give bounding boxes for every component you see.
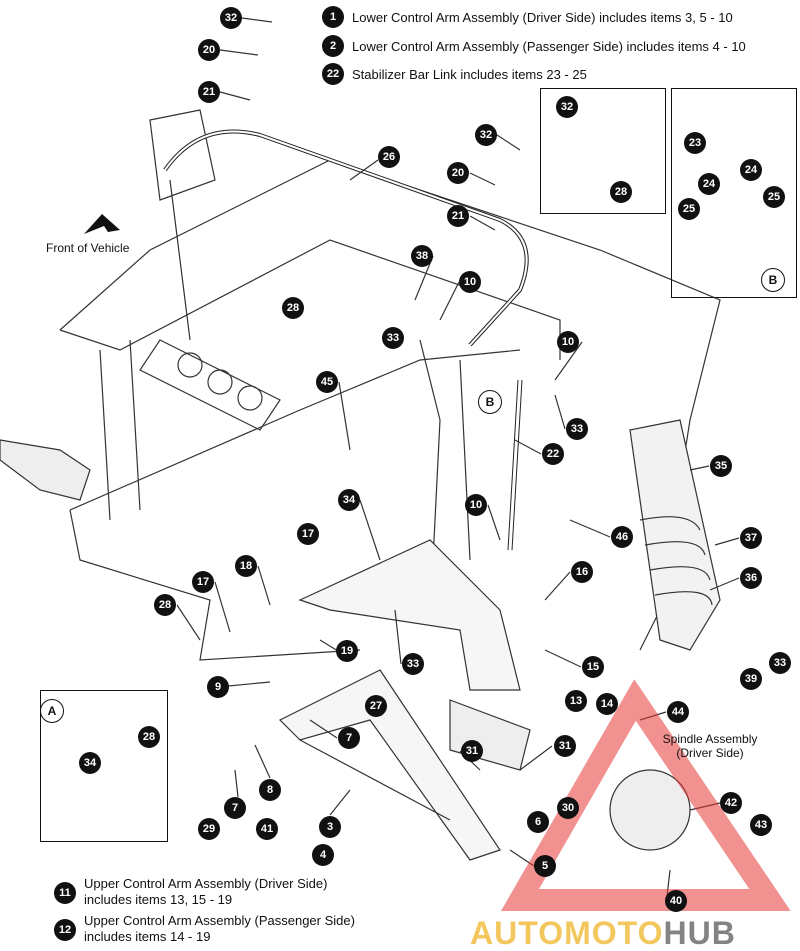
inset-b: [671, 88, 797, 298]
callout-39: 39: [740, 668, 762, 690]
callout-25: 25: [678, 198, 700, 220]
callout-35: 35: [710, 455, 732, 477]
callout-34: 34: [79, 752, 101, 774]
callout-33: 33: [566, 418, 588, 440]
view-marker-b-inset: B: [761, 268, 785, 292]
callout-8: 8: [259, 779, 281, 801]
callout-37: 37: [740, 527, 762, 549]
callout-46: 46: [611, 526, 633, 548]
legend-item-12: 12 Upper Control Arm Assembly (Passenger…: [54, 913, 355, 945]
legend-text: Lower Control Arm Assembly (Driver Side)…: [352, 9, 733, 25]
callout-13: 13: [565, 690, 587, 712]
watermark-logo: AUTOMOTOHUB: [470, 917, 736, 949]
spindle-label-line2: (Driver Side): [676, 746, 744, 760]
legend-number: 11: [54, 882, 76, 904]
callout-17: 17: [192, 571, 214, 593]
legend-text: Lower Control Arm Assembly (Passenger Si…: [352, 38, 746, 54]
callout-7: 7: [224, 797, 246, 819]
legend-text: Stabilizer Bar Link includes items 23 - …: [352, 66, 587, 82]
callout-32: 32: [475, 124, 497, 146]
callout-33: 33: [769, 652, 791, 674]
spindle-assembly-label: Spindle Assembly (Driver Side): [660, 732, 760, 760]
callout-3: 3: [319, 816, 341, 838]
callout-38: 38: [411, 245, 433, 267]
callout-40: 40: [665, 890, 687, 912]
legend-item-11: 11 Upper Control Arm Assembly (Driver Si…: [54, 876, 327, 908]
callout-43: 43: [750, 814, 772, 836]
legend-text: Upper Control Arm Assembly (Driver Side): [84, 876, 328, 891]
callout-10: 10: [465, 494, 487, 516]
callout-5: 5: [534, 855, 556, 877]
legend-item-1: 1 Lower Control Arm Assembly (Driver Sid…: [322, 6, 733, 28]
callout-4: 4: [312, 844, 334, 866]
callout-25: 25: [763, 186, 785, 208]
legend-number: 2: [322, 35, 344, 57]
callout-15: 15: [582, 656, 604, 678]
callout-33: 33: [402, 653, 424, 675]
callout-33: 33: [382, 327, 404, 349]
legend-number: 1: [322, 6, 344, 28]
callout-16: 16: [571, 561, 593, 583]
spindle-label-line1: Spindle Assembly: [662, 732, 758, 746]
callout-32: 32: [556, 96, 578, 118]
callout-23: 23: [684, 132, 706, 154]
callout-31: 31: [461, 740, 483, 762]
inset-detail: [540, 88, 666, 214]
callout-45: 45: [316, 371, 338, 393]
callout-31: 31: [554, 735, 576, 757]
callout-42: 42: [720, 792, 742, 814]
callout-10: 10: [459, 271, 481, 293]
callout-14: 14: [596, 693, 618, 715]
legend-text: includes items 13, 15 - 19: [84, 892, 233, 907]
callout-26: 26: [378, 146, 400, 168]
callout-27: 27: [365, 695, 387, 717]
legend-number: 12: [54, 919, 76, 941]
legend-text: includes items 14 - 19: [84, 929, 211, 944]
legend-number: 22: [322, 63, 344, 85]
callout-28: 28: [138, 726, 160, 748]
callout-19: 19: [336, 640, 358, 662]
inset-a: [40, 690, 168, 842]
legend-item-2: 2 Lower Control Arm Assembly (Passenger …: [322, 35, 746, 57]
callout-29: 29: [198, 818, 220, 840]
callout-10: 10: [557, 331, 579, 353]
callout-30: 30: [557, 797, 579, 819]
front-of-vehicle-label: Front of Vehicle: [46, 241, 130, 255]
callout-36: 36: [740, 567, 762, 589]
callout-17: 17: [297, 523, 319, 545]
callout-28: 28: [282, 297, 304, 319]
callout-34: 34: [338, 489, 360, 511]
callout-24: 24: [740, 159, 762, 181]
callout-21: 21: [198, 81, 220, 103]
view-marker-a-inset: A: [40, 699, 64, 723]
callout-20: 20: [198, 39, 220, 61]
callout-28: 28: [610, 181, 632, 203]
callout-9: 9: [207, 676, 229, 698]
callout-32: 32: [220, 7, 242, 29]
callout-28: 28: [154, 594, 176, 616]
callout-6: 6: [527, 811, 549, 833]
callout-41: 41: [256, 818, 278, 840]
front-arrow-icon: [84, 214, 120, 234]
legend-text: Upper Control Arm Assembly (Passenger Si…: [84, 913, 355, 928]
callout-44: 44: [667, 701, 689, 723]
watermark-part1: AUTOMOTO: [470, 915, 664, 951]
callout-7: 7: [338, 727, 360, 749]
callout-18: 18: [235, 555, 257, 577]
callout-22: 22: [542, 443, 564, 465]
callout-24: 24: [698, 173, 720, 195]
callout-21: 21: [447, 205, 469, 227]
legend-item-22: 22 Stabilizer Bar Link includes items 23…: [322, 63, 587, 85]
callout-20: 20: [447, 162, 469, 184]
view-marker-b: B: [478, 390, 502, 414]
watermark-part2: HUB: [663, 915, 736, 951]
